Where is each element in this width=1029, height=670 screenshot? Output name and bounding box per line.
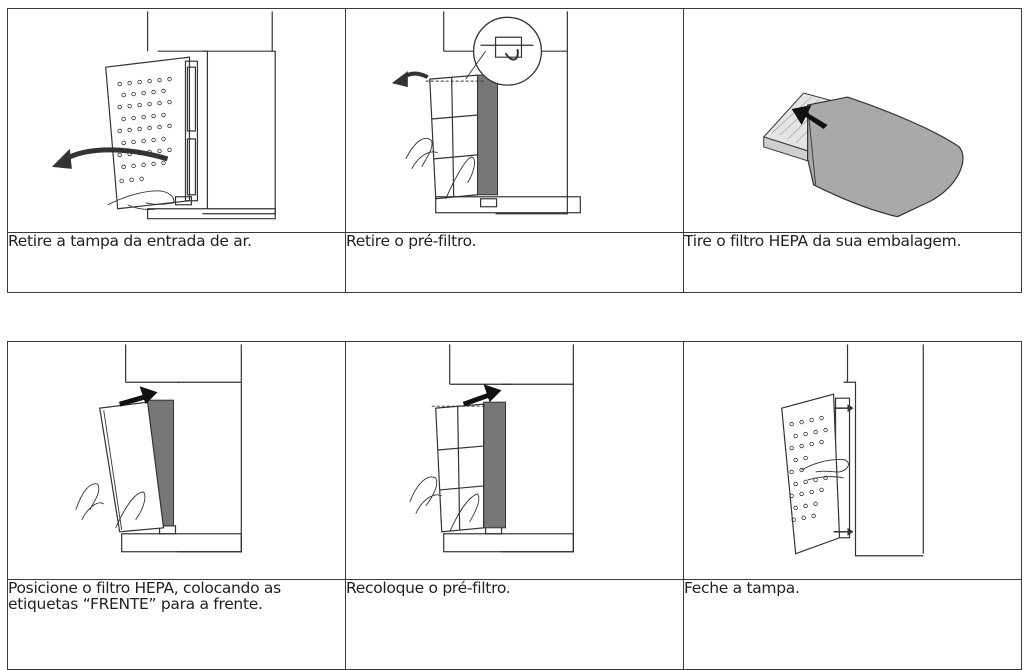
remove-prefilter-illustration bbox=[391, 11, 581, 215]
step-3-image bbox=[683, 8, 1022, 233]
steps-table-bottom: Posicione o filtro HEPA, colocando as et… bbox=[7, 341, 1022, 670]
step-4-caption: Posicione o filtro HEPA, colocando as et… bbox=[7, 579, 346, 670]
steps-table-top: Retire a tampa da entrada de ar. Retire … bbox=[7, 8, 1022, 293]
unpack-hepa-illustration bbox=[762, 92, 964, 218]
insert-hepa-illustration bbox=[75, 344, 242, 553]
close-cover-illustration bbox=[781, 344, 924, 557]
remove-cover-illustration bbox=[51, 11, 276, 220]
step-2-image bbox=[345, 8, 684, 233]
step-2-caption: Retire o pré-filtro. bbox=[345, 232, 684, 293]
step-1-caption: Retire a tampa da entrada de ar. bbox=[7, 232, 346, 293]
step-4-image bbox=[7, 341, 346, 580]
step-3-caption: Tire o filtro HEPA da sua embalagem. bbox=[683, 232, 1022, 293]
step-6-image bbox=[683, 341, 1022, 580]
step-5-caption: Recoloque o pré-filtro. bbox=[345, 579, 684, 670]
step-5-image bbox=[345, 341, 684, 580]
reinsert-prefilter-illustration bbox=[409, 344, 574, 553]
step-1-image bbox=[7, 8, 346, 233]
step-6-caption: Feche a tampa. bbox=[683, 579, 1022, 670]
